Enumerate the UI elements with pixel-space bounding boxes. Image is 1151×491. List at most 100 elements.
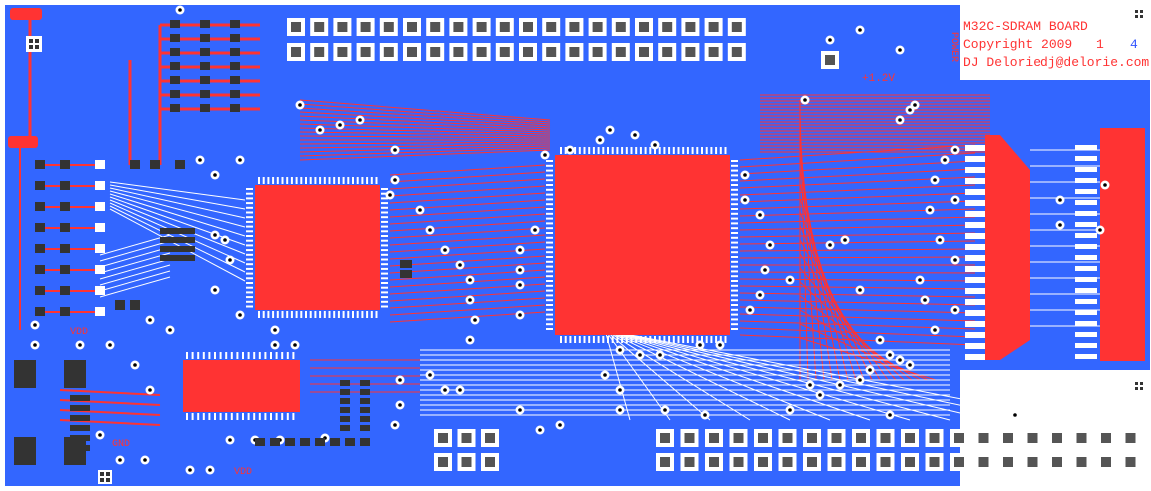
pin	[246, 197, 253, 200]
pin	[649, 147, 652, 154]
via-hole	[788, 408, 792, 412]
pin	[381, 296, 388, 299]
pin	[710, 336, 713, 343]
smd-pad	[60, 265, 70, 274]
pin	[337, 311, 340, 318]
pin	[381, 211, 388, 214]
via-hole	[1058, 223, 1062, 227]
pin	[300, 177, 303, 184]
pin	[546, 246, 553, 249]
via-hole	[933, 178, 937, 182]
pin	[381, 202, 388, 205]
pin	[546, 265, 553, 268]
trace	[299, 141, 551, 145]
smd-pad	[170, 48, 180, 56]
pin	[1075, 178, 1097, 183]
smd-pad	[200, 104, 210, 112]
pin	[295, 311, 298, 318]
pin	[281, 177, 284, 184]
via-hole	[758, 213, 762, 217]
pin	[658, 336, 661, 343]
passive-components	[35, 20, 412, 451]
pin	[546, 318, 553, 321]
trace	[604, 329, 751, 421]
pin	[682, 336, 685, 343]
header-hole	[546, 47, 557, 57]
header-hole	[383, 47, 394, 57]
pin	[592, 147, 595, 154]
trace	[299, 115, 551, 129]
pin	[381, 253, 388, 256]
pin	[381, 267, 388, 270]
pin	[731, 289, 738, 292]
pin	[965, 266, 985, 272]
pin	[705, 147, 708, 154]
pin	[564, 336, 567, 343]
pin	[616, 147, 619, 154]
pin	[290, 311, 293, 318]
smd-pad	[340, 389, 350, 395]
pin	[731, 208, 738, 210]
header-hole	[523, 22, 533, 32]
via-hole	[458, 263, 462, 267]
pin	[292, 352, 295, 359]
header-hole	[592, 22, 603, 32]
smd-pad	[95, 223, 105, 232]
pin	[258, 413, 261, 420]
pin	[1075, 222, 1097, 227]
smd-pad	[230, 62, 240, 70]
smd-pad	[200, 90, 210, 98]
pin	[246, 244, 253, 247]
copper-traces	[19, 18, 1100, 426]
trace	[604, 329, 631, 421]
pin	[965, 354, 985, 360]
trace	[799, 281, 905, 381]
via-hole	[393, 148, 397, 152]
sheet-number: 1	[1096, 37, 1104, 52]
header-hole	[569, 22, 580, 32]
pin	[731, 217, 738, 220]
fiducial-bottom-left	[98, 470, 112, 484]
pin	[965, 145, 985, 151]
pin	[286, 311, 289, 318]
pin	[588, 147, 591, 154]
pin	[672, 336, 675, 343]
right-fanout-copper	[985, 135, 1030, 360]
via-hole	[213, 233, 217, 237]
pin	[246, 188, 253, 190]
pin	[246, 253, 253, 256]
pin	[731, 193, 738, 196]
trace	[604, 329, 711, 421]
pin	[191, 413, 194, 420]
header-hole	[499, 47, 510, 57]
smd-pad	[60, 244, 70, 253]
trace	[739, 299, 976, 306]
trace	[109, 181, 246, 201]
pin	[381, 206, 388, 209]
pin	[246, 296, 253, 299]
pin	[1075, 343, 1097, 348]
pin	[246, 206, 253, 209]
pin	[219, 352, 222, 359]
pin	[731, 212, 738, 215]
via-hole	[188, 468, 192, 472]
smd-pad	[360, 389, 370, 395]
pin	[546, 313, 553, 316]
trace	[739, 200, 976, 210]
trace	[99, 270, 171, 292]
header-hole	[639, 47, 649, 57]
via-hole	[908, 108, 912, 112]
pin	[186, 413, 188, 420]
author-email: dj@delorie.com	[1040, 55, 1149, 70]
pin	[965, 343, 985, 349]
smd-pad	[160, 246, 195, 252]
smd-pad	[230, 90, 240, 98]
header-hole	[430, 22, 441, 32]
pin	[309, 177, 312, 184]
via-hole	[953, 198, 957, 202]
pin	[347, 311, 350, 318]
header-hole	[660, 433, 670, 443]
pin	[546, 299, 553, 302]
pin	[381, 249, 388, 252]
trace	[109, 184, 246, 210]
